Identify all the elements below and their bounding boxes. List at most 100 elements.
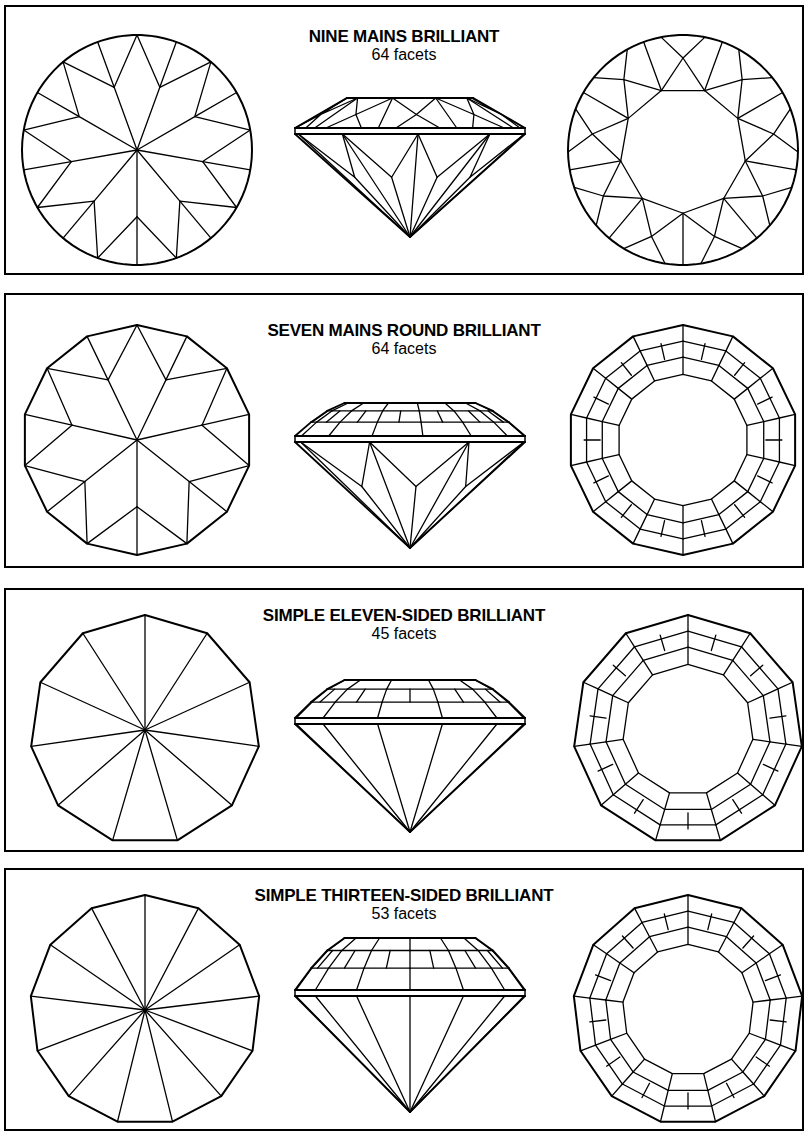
facet-line <box>574 615 802 840</box>
facet-line <box>301 442 410 548</box>
facet-line <box>160 42 177 87</box>
facet-line <box>751 665 763 676</box>
facet-line <box>598 689 613 696</box>
facet-line <box>327 680 344 689</box>
facet-line <box>370 442 410 548</box>
facet-count: 64 facets <box>369 340 440 358</box>
facet-line <box>466 403 481 411</box>
facet-line <box>31 895 259 1122</box>
facet-line <box>296 968 312 990</box>
facet-line <box>399 411 401 422</box>
facet-line <box>377 411 382 422</box>
facet-line <box>485 702 497 718</box>
facet-line <box>524 128 526 134</box>
facet-line <box>476 680 493 689</box>
facet-line <box>295 989 525 991</box>
facet-line <box>410 487 416 548</box>
facet-line <box>747 455 764 459</box>
facet-line <box>661 521 665 537</box>
facet-line <box>624 80 662 119</box>
facet-line <box>738 773 751 784</box>
facet-line <box>622 1072 633 1084</box>
facet-line <box>571 462 587 466</box>
facet-line <box>327 938 344 950</box>
facet-line <box>409 689 410 702</box>
facet-line <box>145 1010 221 1096</box>
facet-line <box>603 161 642 198</box>
facet-line <box>166 336 187 380</box>
facet-line <box>642 1083 649 1097</box>
facet-line <box>357 411 366 422</box>
facet-line <box>774 109 798 152</box>
facet-line <box>508 968 524 990</box>
facet-line <box>687 615 688 631</box>
facet-line <box>635 647 644 661</box>
facet-line <box>612 1084 623 1096</box>
facet-line <box>682 539 683 555</box>
facet-line <box>485 689 500 702</box>
facet-line <box>760 368 773 378</box>
facet-line <box>294 990 296 996</box>
facet-line <box>621 91 746 214</box>
facet-line <box>136 150 137 217</box>
facet-line <box>145 908 198 1010</box>
cut-name: SIMPLE THIRTEEN-SIDED BRILLIANT <box>252 886 557 905</box>
facet-line <box>748 378 761 388</box>
facet-line <box>72 425 137 440</box>
facet-line <box>594 397 609 404</box>
facet-line <box>478 950 491 968</box>
facet-line <box>466 442 524 487</box>
facet-line <box>410 442 524 548</box>
facet-line <box>723 660 732 675</box>
facet-line <box>687 895 688 911</box>
facet-line <box>590 742 606 744</box>
facet-line <box>625 773 638 784</box>
facet-line <box>295 996 525 1112</box>
facet-line <box>295 115 321 129</box>
facet-line <box>753 1000 770 1002</box>
facet-line <box>633 529 640 544</box>
facet-line <box>601 795 613 806</box>
facet-line <box>618 481 631 492</box>
facet-line <box>409 968 410 990</box>
facet-line <box>571 325 795 555</box>
facet-line <box>635 908 642 922</box>
facet-line <box>69 1010 145 1096</box>
facet-line <box>419 411 421 422</box>
facet-line <box>460 680 473 689</box>
facet-line <box>437 411 442 422</box>
facet-line <box>145 1010 173 1122</box>
facet-line <box>362 487 410 548</box>
facet-line <box>448 950 455 968</box>
facet-line <box>463 422 472 436</box>
facet-line <box>31 615 259 840</box>
facet-line <box>598 764 613 771</box>
facet-line <box>137 117 195 150</box>
facet-line <box>98 42 115 87</box>
facet-line <box>607 1057 620 1066</box>
facet-line <box>189 482 227 512</box>
facet-line <box>571 414 587 418</box>
facet-line <box>372 422 377 436</box>
facet-line <box>410 724 497 832</box>
facet-line <box>509 702 525 718</box>
facet-line <box>719 351 726 366</box>
facet-line <box>594 49 628 79</box>
facet-line <box>623 944 753 1073</box>
facet-line <box>708 1090 712 1106</box>
facet-line <box>326 115 362 129</box>
facet-line <box>738 118 774 161</box>
facet-line <box>743 936 754 948</box>
facet-line <box>357 996 410 1112</box>
facet-line <box>705 42 723 91</box>
facet-line <box>476 938 493 950</box>
facet-line <box>739 49 773 79</box>
facet-line <box>386 950 390 968</box>
facet-line <box>770 1020 786 1022</box>
facet-line <box>765 1039 780 1045</box>
facet-line <box>735 505 745 518</box>
facet-line <box>445 403 454 411</box>
facet-line <box>741 633 750 647</box>
facet-line <box>687 1093 688 1109</box>
facet-line <box>780 1045 795 1051</box>
